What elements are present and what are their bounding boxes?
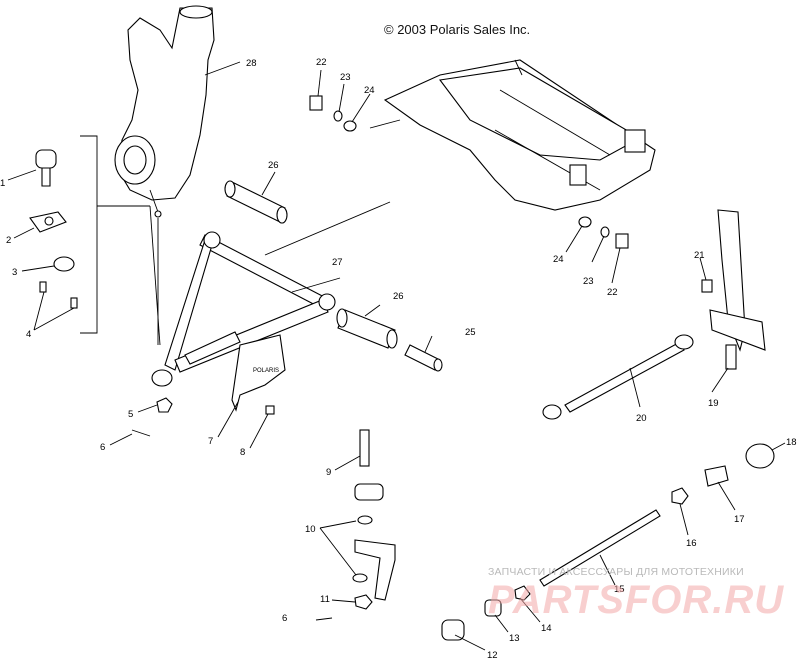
decal-text: POLARIS xyxy=(253,368,279,374)
callout: 3 xyxy=(12,267,17,278)
bolt-set-lower xyxy=(578,216,629,249)
tie-rod-assembly xyxy=(542,334,694,420)
bolt-set-top xyxy=(309,95,357,132)
mounting-bracket xyxy=(354,539,396,601)
callout: 28 xyxy=(246,58,257,69)
callout: 13 xyxy=(509,633,520,644)
sleeve xyxy=(484,599,502,617)
callout: 22 xyxy=(607,287,618,298)
callout: 10 xyxy=(305,524,316,535)
pivot-tube-lower xyxy=(336,308,398,349)
callout: 26 xyxy=(393,291,404,302)
callout: 26 xyxy=(268,160,279,171)
callout: 15 xyxy=(614,584,625,595)
washer xyxy=(357,515,373,525)
bushing xyxy=(404,344,443,372)
cotter-pin xyxy=(131,429,151,437)
steering-knuckle xyxy=(114,5,241,218)
callout: 22 xyxy=(316,57,327,68)
callout: 6 xyxy=(100,442,105,453)
callout: 14 xyxy=(541,623,552,634)
callout: 17 xyxy=(734,514,745,525)
screw xyxy=(265,405,275,415)
callout: 18 xyxy=(786,437,797,448)
tie-rod-end xyxy=(745,443,775,469)
bolt-19 xyxy=(725,344,737,370)
callout: 16 xyxy=(686,538,697,549)
callout: 19 xyxy=(708,398,719,409)
callout: 24 xyxy=(553,254,564,265)
cotter-pin-lower xyxy=(315,617,333,621)
callout: 6 xyxy=(282,613,287,624)
callout: 21 xyxy=(694,250,705,261)
vehicle-frame xyxy=(369,59,656,211)
callout: 2 xyxy=(6,235,11,246)
retaining-ring xyxy=(53,256,75,272)
callout: 9 xyxy=(326,467,331,478)
callout: 11 xyxy=(320,594,330,605)
skid-guard: POLARIS xyxy=(231,334,286,412)
steering-post xyxy=(701,209,766,352)
watermark-logo: PARTSFOR.RU xyxy=(488,578,785,622)
threaded-rod xyxy=(539,509,661,587)
callout: 4 xyxy=(26,329,31,340)
callout: 24 xyxy=(364,85,375,96)
bushing-pivot xyxy=(354,483,384,501)
pivot-tube-upper xyxy=(224,180,288,224)
rod-end-12 xyxy=(441,619,465,641)
copyright-notice: © 2003 Polaris Sales Inc. xyxy=(384,22,531,37)
ball-joint xyxy=(35,149,57,187)
leader-lines xyxy=(7,69,786,651)
watermark-caption: ЗАПЧАСТИ И АКСЕССУАРЫ ДЛЯ МОТОТЕХНИКИ xyxy=(488,566,744,578)
callout: 7 xyxy=(208,436,213,447)
nut-11 xyxy=(354,594,373,610)
callout: 8 xyxy=(240,447,245,458)
callout-numbers: 1 2 3 4 5 6 7 8 9 10 11 12 13 14 15 16 1… xyxy=(0,57,797,661)
washer xyxy=(352,573,368,583)
long-bolt xyxy=(359,429,370,467)
group-bracket xyxy=(80,135,98,334)
callout: 5 xyxy=(128,409,133,420)
callout: 12 xyxy=(487,650,498,659)
callout: 25 xyxy=(465,327,476,338)
nut-14 xyxy=(514,585,531,601)
callout: 23 xyxy=(340,72,351,83)
callout: 20 xyxy=(636,413,647,424)
lock-nut xyxy=(156,397,173,413)
callout: 23 xyxy=(583,276,594,287)
callout: 27 xyxy=(332,257,343,268)
callout: 1 xyxy=(0,178,5,189)
a-arm xyxy=(151,231,336,387)
small-bolts xyxy=(39,281,78,309)
rod-end xyxy=(704,465,729,487)
jam-nut xyxy=(671,487,689,505)
